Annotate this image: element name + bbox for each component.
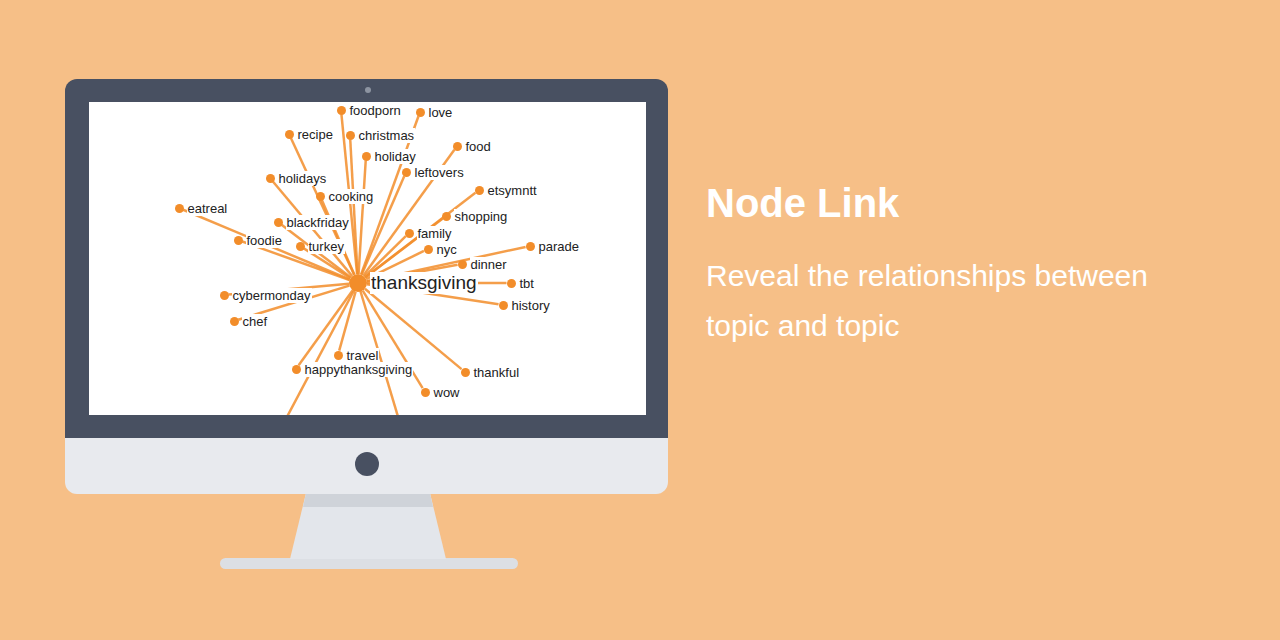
topic-label: nyc <box>436 242 458 257</box>
topic-link <box>183 210 350 280</box>
topic-node: shopping <box>442 212 451 221</box>
topic-label: tbt <box>519 276 535 291</box>
topic-label: holiday <box>374 149 417 164</box>
topic-link <box>350 139 357 274</box>
topic-node: foodporn <box>337 106 346 115</box>
topic-node: tbt <box>507 279 516 288</box>
topic-label: turkey <box>308 239 345 254</box>
topic-node: history <box>499 301 508 310</box>
topic-label: wow <box>433 385 461 400</box>
topic-label: blackfriday <box>286 215 350 230</box>
topic-node: love <box>416 108 425 117</box>
topic-link <box>339 292 355 351</box>
topic-node: turkey <box>296 242 305 251</box>
topic-node: parade <box>526 242 535 251</box>
topic-label: history <box>511 298 551 313</box>
topic-label: thanksgiving <box>370 272 478 294</box>
topic-label: chef <box>242 314 269 329</box>
topic-label: cybermonday <box>232 288 312 303</box>
topic-node: foodie <box>234 236 243 245</box>
topic-label: recipe <box>297 127 334 142</box>
topic-node: happythanksgiving <box>292 365 301 374</box>
topic-node: blackfriday <box>274 218 283 227</box>
topic-node: recipe <box>285 130 294 139</box>
topic-node: etsymntt <box>475 186 484 195</box>
topic-label: dinner <box>470 257 508 272</box>
topic-label: leftovers <box>414 165 465 180</box>
topic-node: family <box>405 229 414 238</box>
topic-label: travel <box>346 348 380 363</box>
topic-label: foodie <box>246 233 283 248</box>
topic-label: christmas <box>358 128 416 143</box>
hub-node: thanksgiving <box>349 274 367 292</box>
topic-label: family <box>417 226 453 241</box>
topic-node: cybermonday <box>220 291 229 300</box>
topic-label: parade <box>538 239 580 254</box>
topic-node: cooking <box>316 192 325 201</box>
topic-node: travel <box>334 351 343 360</box>
topic-link <box>365 193 475 278</box>
topic-link <box>282 225 351 278</box>
topic-label: food <box>465 139 492 154</box>
topic-node: nyc <box>424 245 433 254</box>
topic-node: wow <box>421 388 430 397</box>
topic-label: holidays <box>278 171 328 186</box>
topic-node: holidays <box>266 174 275 183</box>
topic-label: shopping <box>454 209 509 224</box>
topic-label: love <box>428 105 454 120</box>
topic-node: dinner <box>458 260 467 269</box>
topic-link <box>365 289 462 369</box>
topic-label: cooking <box>328 189 375 204</box>
topic-label: etsymntt <box>487 183 538 198</box>
topic-link <box>359 160 366 274</box>
topic-node: thankful <box>461 368 470 377</box>
topic-node: food <box>453 142 462 151</box>
topic-label: thankful <box>473 365 521 380</box>
topic-label: happythanksgiving <box>304 362 414 377</box>
topic-link <box>291 138 354 275</box>
topic-node: holiday <box>362 152 371 161</box>
topic-label: foodporn <box>349 103 402 118</box>
topic-node: christmas <box>346 131 355 140</box>
page-caption: Reveal the relationships between topic a… <box>706 251 1216 351</box>
topic-node: leftovers <box>402 168 411 177</box>
topic-node: chef <box>230 317 239 326</box>
page-title: Node Link <box>706 180 899 226</box>
topic-node: eatreal <box>175 204 184 213</box>
topic-label: eatreal <box>187 201 229 216</box>
